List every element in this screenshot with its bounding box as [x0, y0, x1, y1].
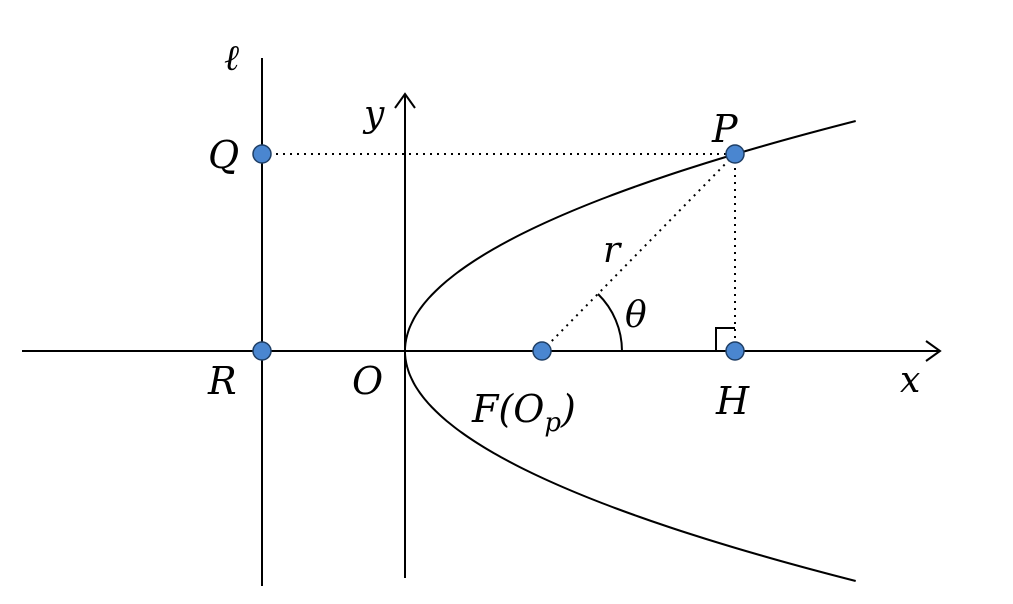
label-focus-subscript: p — [544, 408, 561, 438]
label-directrix: ℓ — [224, 38, 239, 79]
point-q — [252, 144, 272, 164]
point-f — [532, 341, 552, 361]
label-origin: O — [352, 359, 383, 403]
x-axis-arrowhead — [925, 340, 942, 362]
theta-angle-arc — [597, 293, 623, 352]
label-focus-close: ) — [560, 387, 576, 431]
point-p — [725, 144, 745, 164]
point-r — [252, 341, 272, 361]
y-axis-arrowhead — [394, 92, 416, 109]
parabola-curve — [404, 120, 856, 582]
label-r-point: R — [207, 359, 237, 403]
label-h: H — [715, 379, 750, 423]
label-p: P — [711, 107, 739, 151]
label-radius-r: r — [603, 230, 622, 271]
label-focus-main: F(O — [471, 387, 544, 431]
label-x-axis: x — [900, 360, 920, 401]
right-angle-mark — [715, 327, 735, 351]
label-q: Q — [208, 133, 239, 177]
label-theta: θ — [625, 295, 647, 336]
label-focus: F(Op) — [471, 387, 576, 438]
point-h — [725, 341, 745, 361]
label-y-axis: y — [362, 94, 385, 135]
